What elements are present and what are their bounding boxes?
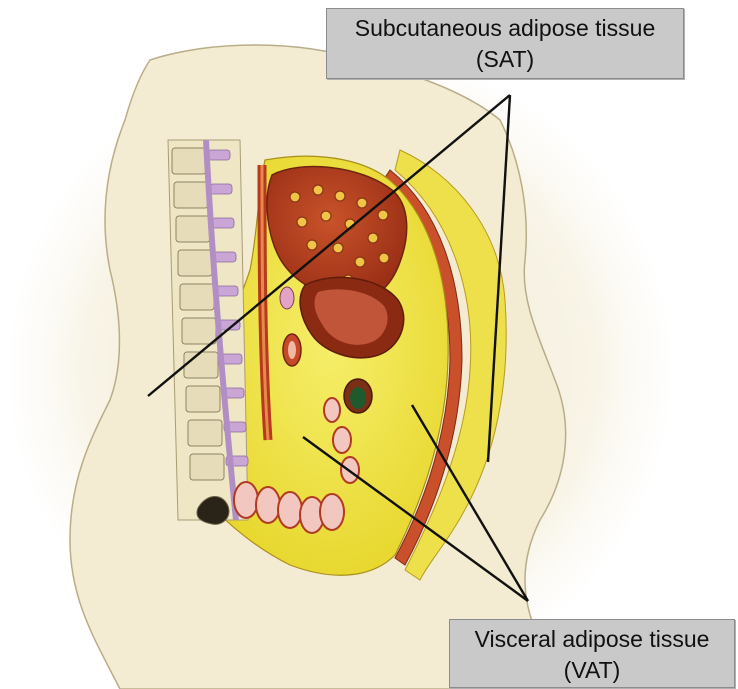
vat-label-line1: Visceral adipose tissue	[450, 624, 734, 655]
sat-label-line1: Subcutaneous adipose tissue	[327, 13, 683, 44]
vat-label-line2: (VAT)	[450, 655, 734, 686]
spine-column	[168, 140, 248, 520]
sat-label-box: Subcutaneous adipose tissue (SAT)	[326, 8, 684, 79]
sat-label-line2: (SAT)	[327, 44, 683, 75]
dark-green-organ	[344, 379, 372, 413]
vat-label-box: Visceral adipose tissue (VAT)	[449, 619, 735, 688]
